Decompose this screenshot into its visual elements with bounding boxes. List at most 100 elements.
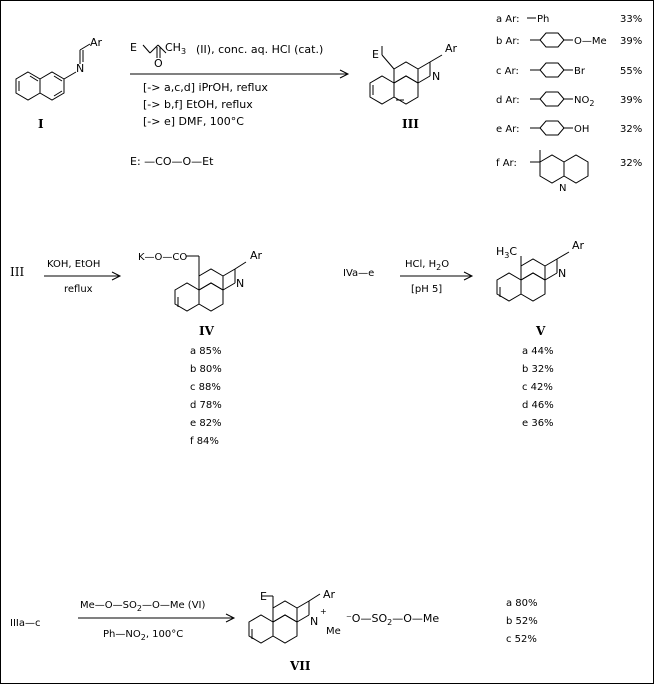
- compound-V-c: C: [509, 245, 517, 258]
- ar-table-a-key: a Ar:: [496, 14, 519, 25]
- yield-IV-c: c 88%: [190, 382, 221, 393]
- yield-V-e: e 36%: [522, 418, 554, 429]
- compound-VII-e: E: [260, 590, 267, 603]
- ar-table-d-sub: NO2: [574, 95, 594, 108]
- compound-VII-anion-b: —O—Me: [392, 612, 439, 625]
- panel4-reagent-top-b: —O—Me (VI): [142, 600, 206, 611]
- compound-I-n: N: [76, 62, 84, 75]
- compound-VII-label: VII: [289, 659, 311, 673]
- arrow-4: [78, 613, 236, 623]
- compound-IV-ester: K—O—CO: [138, 252, 187, 263]
- compound-V-label: V: [535, 324, 546, 338]
- ar-table-b-ring: [530, 32, 573, 48]
- panel4-reagent-top-2: 2: [137, 604, 142, 613]
- ar-table-d-ring: [530, 91, 573, 107]
- yield-VII-b: b 52%: [506, 616, 538, 627]
- ar-table-c-pct: 55%: [620, 66, 642, 77]
- panel3-reagent-top-hcl: HCl, H: [405, 259, 436, 270]
- ar-table-a-pct: 33%: [620, 14, 642, 25]
- compound-III-ar: Ar: [445, 42, 458, 55]
- compound-III-e: E: [372, 48, 379, 61]
- compound-VII-yields: a 80% b 52% c 52%: [506, 598, 538, 645]
- ar-table-b-pct: 39%: [620, 36, 642, 47]
- ar-table-f-n: N: [559, 183, 566, 194]
- panel3-reagent-top-o: O: [441, 259, 449, 270]
- panel4-reagent-top: Me—O—SO2—O—Me (VI): [80, 600, 205, 613]
- compound-VII-anion-a: ⁻O—SO: [346, 612, 387, 625]
- compound-V-3: 3: [504, 251, 509, 260]
- ar-table-f-quinoline: [530, 150, 589, 184]
- reagent-II-o: O: [154, 57, 163, 70]
- compound-V-yields: a 44% b 32% c 42% d 46% e 36%: [522, 346, 554, 429]
- compound-VII-structure: [248, 593, 321, 644]
- compound-V-ar: Ar: [572, 239, 585, 252]
- compound-I-structure: [15, 43, 91, 101]
- compound-I-ar: Ar: [90, 36, 103, 49]
- compound-V-methyl: H3C: [496, 245, 517, 260]
- compound-VII-n: N: [310, 615, 318, 628]
- ar-table-c-ring: [530, 62, 573, 78]
- ar-table-f-key: f Ar:: [496, 158, 517, 169]
- panel2-reagent-top: KOH, EtOH: [47, 259, 100, 270]
- compound-IV-yields: a 85% b 80% c 88% d 78% e 82% f 84%: [190, 346, 222, 447]
- arrow-3: [400, 271, 474, 281]
- panel2-reagent-bot: reflux: [64, 284, 93, 295]
- yield-V-d: d 46%: [522, 400, 554, 411]
- reagent-II-structure: [142, 44, 167, 58]
- compound-VII-ar: Ar: [323, 588, 336, 601]
- ar-table-d-key: d Ar:: [496, 95, 520, 106]
- ar-table-c-sub: Br: [574, 66, 586, 77]
- yield-V-b: b 32%: [522, 364, 554, 375]
- compound-V-structure: [496, 251, 570, 302]
- yield-VII-c: c 52%: [506, 634, 537, 645]
- ar-table-d-2: 2: [589, 99, 594, 108]
- panel2-start: III: [10, 265, 24, 279]
- condition-2: [-> b,f] EtOH, reflux: [143, 98, 253, 111]
- yield-VII-a: a 80%: [506, 598, 538, 609]
- panel4-reagent-bot-b: , 100°C: [146, 629, 183, 640]
- arrow-2: [44, 271, 122, 281]
- panel4-start: IIIa—c: [10, 618, 40, 629]
- compound-IV-structure: [174, 255, 247, 312]
- panel4-reagent-top-a: Me—O—SO: [80, 600, 137, 611]
- compound-III-structure: [369, 46, 443, 105]
- ar-table-d-no: NO: [574, 95, 589, 106]
- panel3-reagent-bot: [pH 5]: [411, 284, 442, 295]
- ar-table-e-sub: OH: [574, 124, 589, 135]
- compound-VII-anion: ⁻O—SO2—O—Me: [346, 612, 439, 627]
- condition-1: [-> a,c,d] iPrOH, reflux: [143, 81, 268, 94]
- panel3-start: IVa—e: [343, 268, 374, 279]
- compound-V-h: H: [496, 245, 504, 258]
- ar-table-b-key: b Ar:: [496, 36, 520, 47]
- compound-V-n: N: [558, 267, 566, 280]
- compound-III-label: III: [402, 117, 419, 131]
- compound-IV-ar: Ar: [250, 249, 263, 262]
- ar-table-e-ring: [530, 120, 573, 136]
- compound-VII-anion-2: 2: [387, 618, 392, 627]
- yield-IV-e: e 82%: [190, 418, 222, 429]
- compound-I-label: I: [38, 117, 44, 131]
- ar-table-e-key: e Ar:: [496, 124, 519, 135]
- ar-table-b-sub: O—Me: [574, 36, 607, 47]
- yield-IV-d: d 78%: [190, 400, 222, 411]
- panel4-reagent-bot: Ph—NO2, 100°C: [103, 629, 183, 642]
- panel3-reagent-top-2: 2: [436, 263, 441, 272]
- panel4-reagent-bot-2: 2: [141, 633, 146, 642]
- yield-V-a: a 44%: [522, 346, 554, 357]
- reagent-II-e: E: [130, 41, 137, 54]
- compound-III-n: N: [432, 70, 440, 83]
- ar-table-c-key: c Ar:: [496, 66, 519, 77]
- reagent-II-ch: CH: [165, 41, 181, 54]
- compound-VII-me: Me: [326, 626, 341, 637]
- yield-V-c: c 42%: [522, 382, 553, 393]
- e-definition: E: —CO—O—Et: [130, 155, 214, 168]
- arrow-1: [130, 69, 350, 79]
- yield-IV-f: f 84%: [190, 436, 219, 447]
- compound-IV-n: N: [236, 277, 244, 290]
- ar-table-e-pct: 32%: [620, 124, 642, 135]
- ar-table-a-sub: Ph: [537, 14, 549, 25]
- compound-IV-label: IV: [199, 324, 215, 338]
